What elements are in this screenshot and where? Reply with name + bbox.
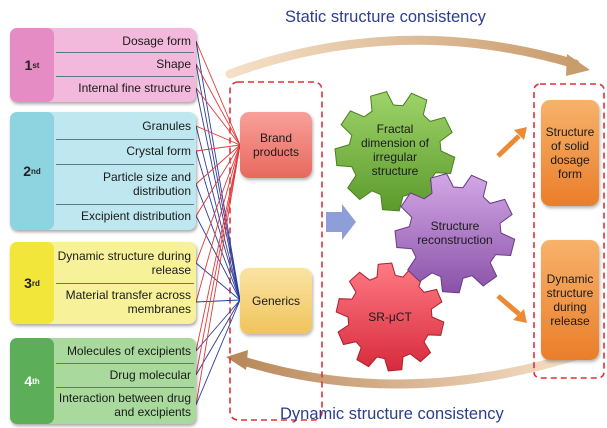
level-link-line [195, 144, 241, 264]
level-link-line [195, 144, 241, 217]
level-1-number: 1 [24, 57, 33, 73]
level-link-line [195, 150, 241, 301]
reconstruction-gear [394, 173, 516, 294]
level-link-line [195, 87, 241, 301]
level-3-item-dynamic-structure: Dynamic structure during release [57, 249, 191, 277]
level-link-line [195, 299, 241, 303]
flow-arrow [326, 204, 356, 240]
level-2-item-crystal-form: Crystal form [126, 144, 191, 158]
separator [56, 76, 194, 77]
bottom-arc-arrowhead [226, 350, 248, 370]
level-link-line [195, 63, 241, 301]
level-link-line [195, 40, 241, 301]
level-2-item-excipient-distribution: Excipient distribution [80, 209, 191, 223]
level-3-suffix: rd [31, 278, 40, 288]
level-2-item-granules: Granules [142, 119, 191, 133]
level-link-line [195, 144, 241, 185]
level-link-line [195, 299, 241, 352]
level-link-line [195, 144, 241, 303]
level-link-line [195, 144, 241, 376]
srct-gear-label: SR-μCT [368, 310, 412, 324]
gear-group [334, 91, 516, 372]
reconstruction-gear-label: Structure reconstruction [417, 219, 493, 247]
level-4-item-drug-molecular: Drug molecular [109, 368, 191, 382]
level-4-suffix: th [32, 376, 40, 386]
level-2-suffix: nd [31, 166, 41, 176]
separator [56, 139, 194, 140]
level-link-line [195, 144, 241, 152]
separator [56, 164, 194, 165]
level-links [195, 40, 241, 406]
separator [56, 52, 194, 53]
solid-structure-box: Structure of solid dosage form [541, 100, 599, 206]
top-arc [225, 35, 580, 79]
level-4-item-molecules-of-excipients: Molecules of excipients [66, 344, 191, 358]
level-1-item-internal-fine-structure: Internal fine structure [78, 81, 191, 95]
generics-box: Generics [240, 268, 312, 334]
level-3-number: 3 [24, 275, 32, 291]
top-arc-arrowhead [566, 54, 590, 76]
level-3-item-material-transfer: Material transfer across membranes [65, 288, 191, 316]
level-link-line [195, 144, 241, 406]
level-1-item-shape: Shape [156, 57, 191, 71]
level-link-line [195, 183, 241, 301]
level-link-line [195, 262, 241, 301]
fractal-gear-label: Fractal dimension of irregular structure [360, 122, 430, 178]
level-1-suffix: st [32, 60, 40, 70]
level-4-item-interaction: Interaction between drug and excipients [58, 391, 191, 419]
level-4-number: 4 [24, 373, 33, 389]
level-link-line [195, 87, 241, 146]
level-1-item-dosage-form: Dosage form [122, 34, 191, 48]
bottom-title: Dynamic structure consistency [280, 405, 504, 423]
separator [56, 283, 194, 284]
level-link-line [195, 125, 241, 301]
level-link-line [195, 63, 241, 146]
separator [56, 387, 194, 388]
dynamic-structure-box: Dynamic structure during release [541, 240, 599, 360]
arrow-to-dynamic-structure [496, 294, 527, 323]
arrow-to-solid-structure [496, 127, 527, 158]
top-title: Static structure consistency [285, 8, 486, 26]
level-link-line [195, 299, 241, 406]
separator [56, 363, 194, 364]
level-2-number: 2 [23, 163, 31, 179]
bottom-arc [235, 351, 580, 389]
brand-products-box: Brand products [240, 112, 312, 178]
level-link-line [195, 125, 241, 146]
level-link-line [195, 144, 241, 352]
level-link-line [195, 40, 241, 146]
level-2-item-particle-size: Particle size and distribution [102, 170, 191, 198]
separator [56, 204, 194, 205]
